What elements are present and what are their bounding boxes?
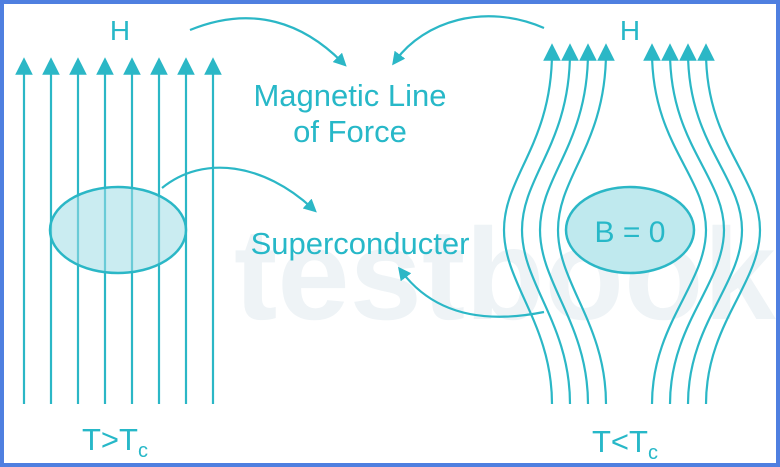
field-line [538,43,597,405]
of-force-label: of Force [293,114,407,149]
field-line [556,43,615,405]
arrow-right-h-to-label [392,15,545,66]
superconductor-label: Superconducter [251,226,470,261]
right-temp-main: T<T [592,424,648,459]
field-line [643,43,708,405]
field-line [697,43,762,405]
superconductor-normal-state [48,185,188,275]
meissner-effect-diagram: testbook H H Magnetic Line of For [15,15,776,463]
left-temp-main: T>T [82,422,138,457]
superconductor-superconducting-state [564,185,696,275]
right-field-lines [502,43,762,405]
right-field-label: H [620,15,640,46]
right-temp-subscript: c [648,442,658,463]
arrow-right-lines-to-label [397,266,545,318]
field-line [502,43,561,405]
arrow-left-ellipse-to-label [161,166,317,213]
left-temperature-label: T>Tc [82,422,148,462]
field-line [679,43,744,405]
right-temperature-label: T<Tc [592,424,658,463]
field-line [661,43,726,405]
pointer-arrows [161,15,545,318]
b-zero-label: B = 0 [595,216,666,249]
magnetic-line-label: Magnetic Line [253,78,446,113]
field-line [520,43,579,405]
left-temp-subscript: c [138,440,148,462]
left-field-label: H [110,15,130,46]
arrow-left-h-to-label [189,17,347,67]
